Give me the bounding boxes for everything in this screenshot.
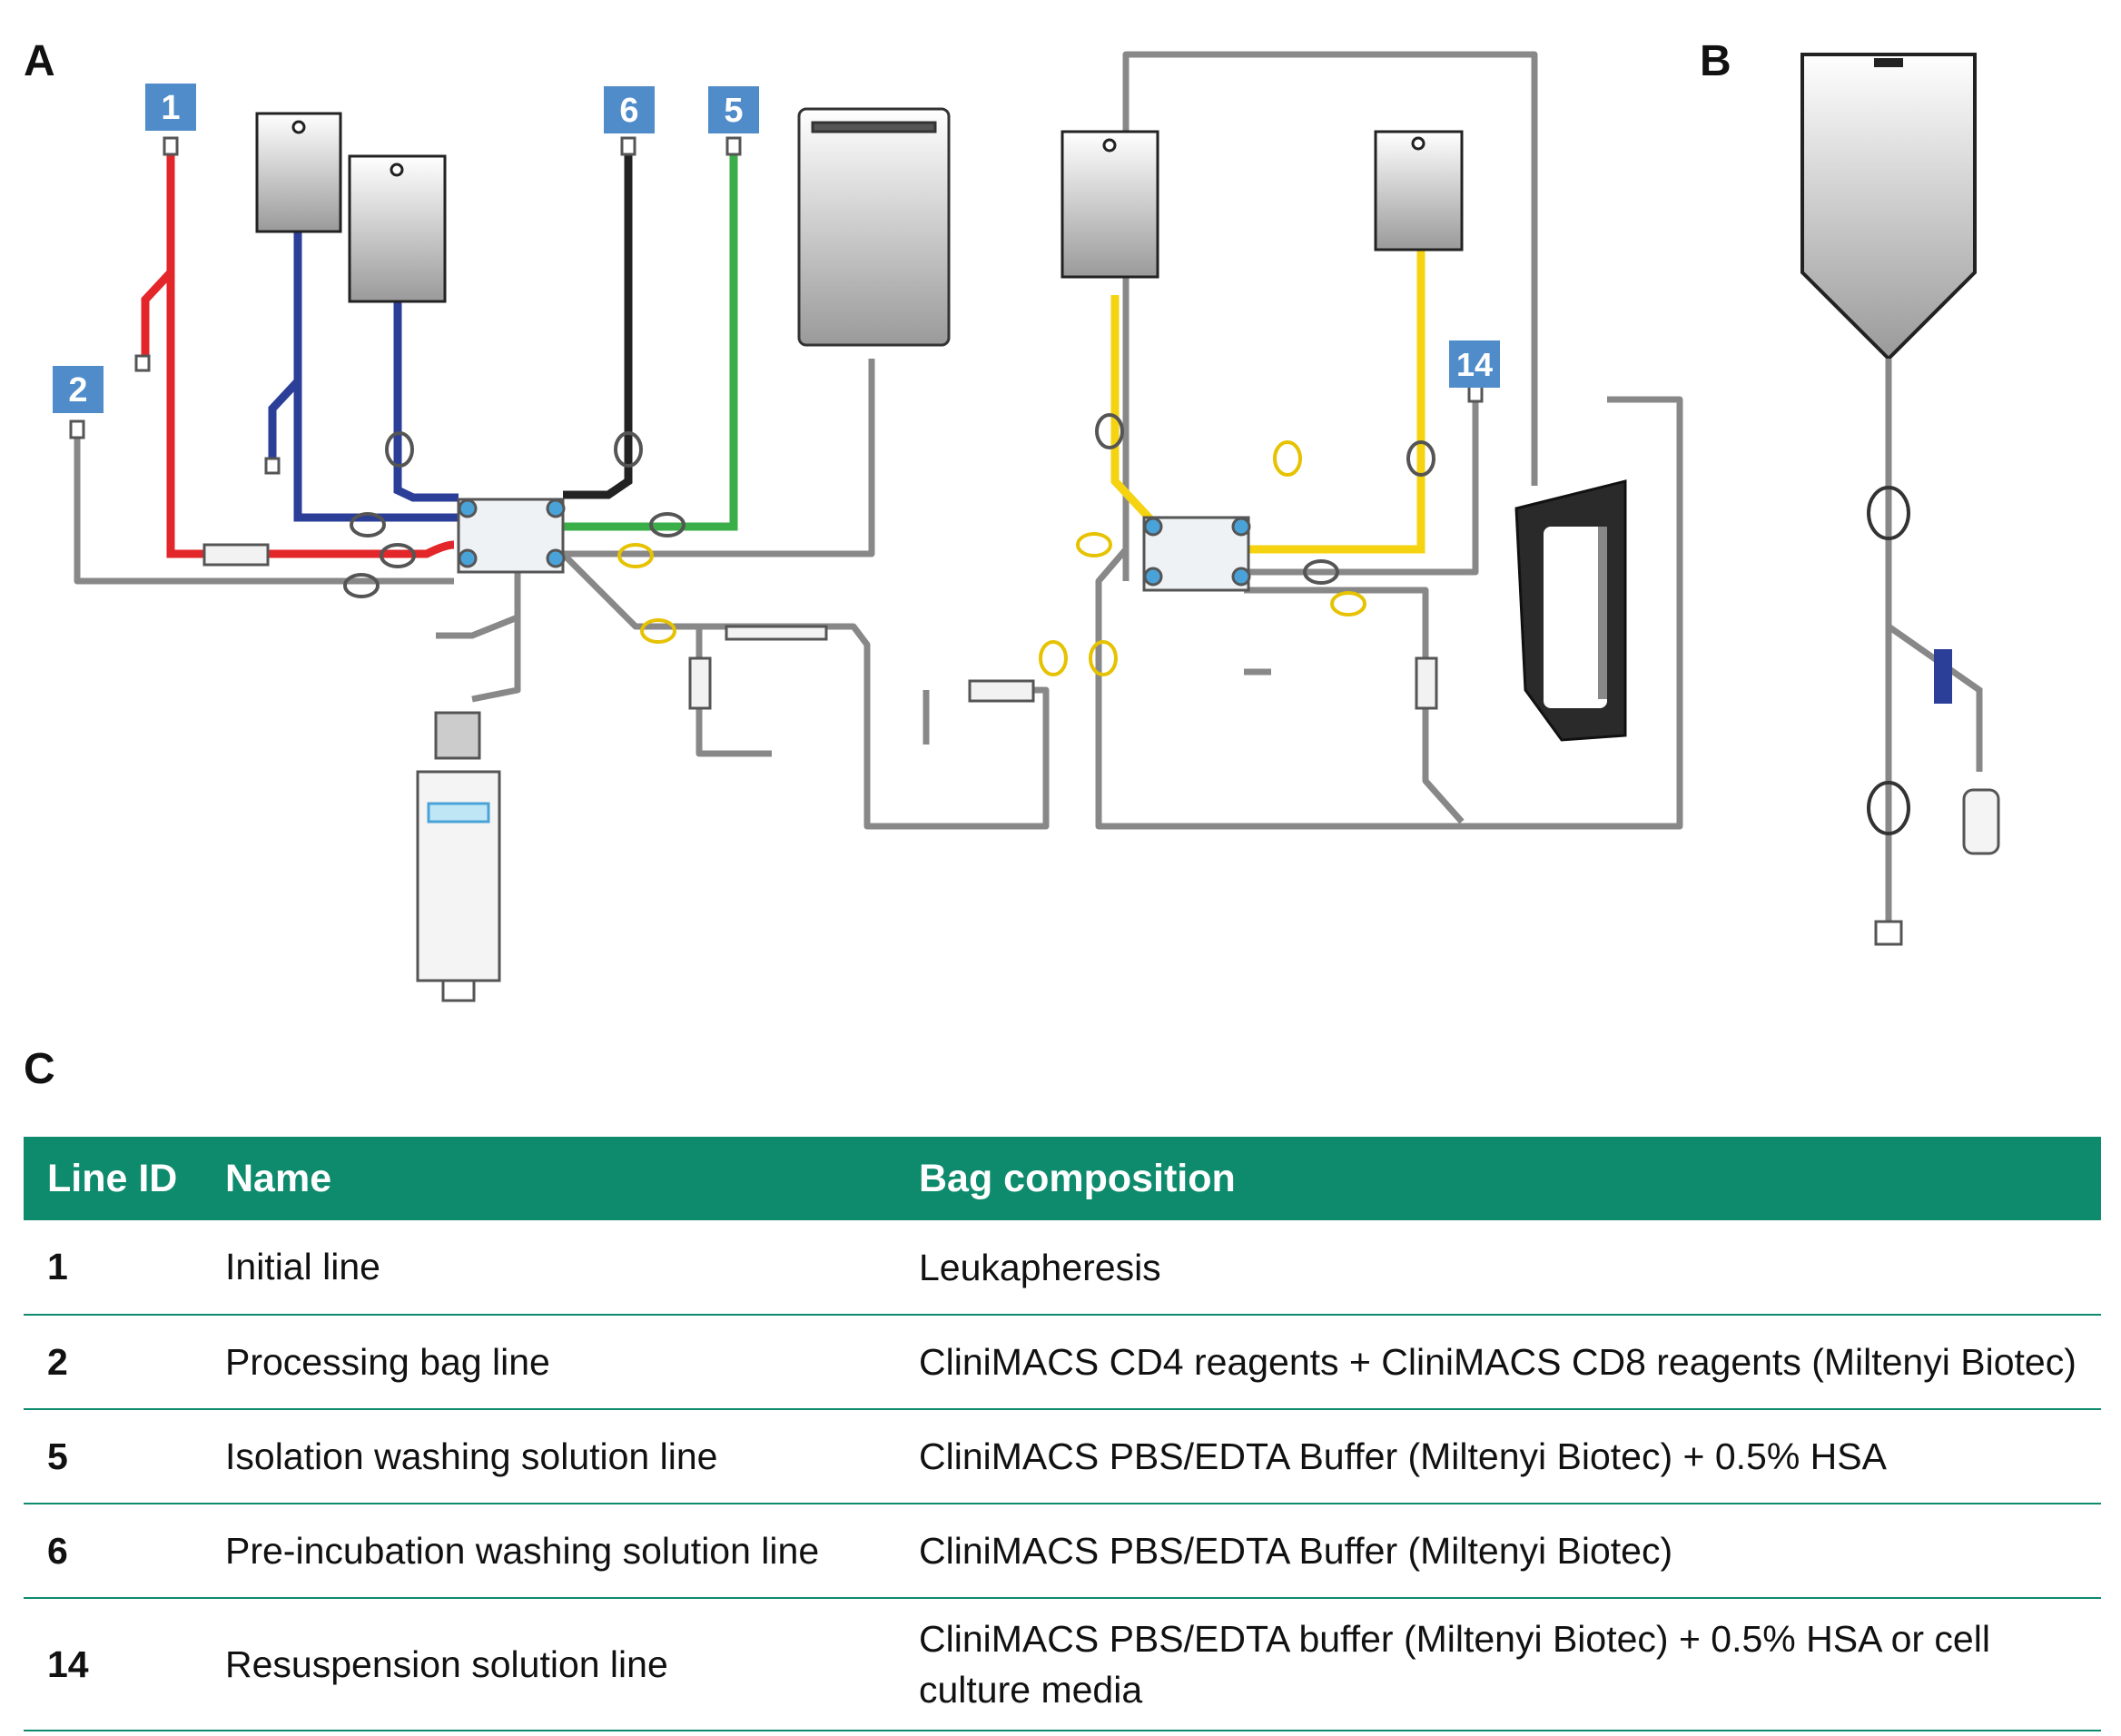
line-yellow-1: [1110, 295, 1157, 526]
table-row: 1 Initial line Leukapheresis: [24, 1220, 2101, 1316]
header-line-id: Line ID: [47, 1156, 178, 1200]
panel-b-clamps: [1867, 486, 1910, 835]
cell-name: Isolation washing solution line: [202, 1409, 895, 1504]
panel-label-b: B: [1700, 37, 1731, 85]
end-caps: [69, 136, 1484, 475]
badge-14: 14: [1456, 346, 1493, 383]
header-bag-composition: Bag composition: [919, 1156, 1236, 1200]
bag-icon: [1374, 130, 1464, 252]
table-row: 5 Isolation washing solution line CliniM…: [24, 1409, 2101, 1504]
filter-icon: [202, 543, 1438, 710]
panel-b-bag: [1800, 53, 1977, 361]
cell-name: Processing bag line: [202, 1315, 895, 1410]
table-row: 14 Resuspension solution line CliniMACS …: [24, 1598, 2101, 1731]
cell-line-id: 5: [24, 1409, 202, 1504]
cell-line-id: 1: [24, 1220, 202, 1316]
line-badges: 1 2 6 5 14: [53, 84, 1500, 413]
cell-composition: CliniMACS PBS/EDTA Buffer (Miltenyi Biot…: [895, 1409, 2101, 1504]
line-1-branch: [141, 269, 174, 359]
large-bag-icon: [797, 107, 951, 347]
cell-line-id: 6: [24, 1504, 202, 1599]
panel-b-side-tube: [1886, 624, 1983, 772]
tubing-set-diagram: 1 2 6 5 14: [53, 51, 2000, 1002]
bag-icon: [348, 154, 447, 303]
panel-b-end-cap: [1874, 920, 1903, 946]
badge-1: 1: [161, 89, 180, 127]
cell-composition: CliniMACS PBS/EDTA buffer (Miltenyi Biot…: [895, 1598, 2101, 1731]
line-1-red: [166, 154, 455, 558]
clamp-icons: [343, 413, 1435, 676]
badge-2: 2: [68, 371, 87, 409]
cell-name: Initial line: [202, 1220, 895, 1316]
manifold-right: [1142, 516, 1251, 592]
bag-icon: [255, 112, 342, 233]
line-blue-branch: [268, 378, 301, 463]
cell-composition: Leukapheresis: [895, 1220, 2101, 1316]
panel-label-c: C: [24, 1045, 55, 1093]
panel-label-a: A: [24, 37, 55, 85]
cell-line-id: 2: [24, 1315, 202, 1410]
bag-icon: [1060, 130, 1159, 279]
manifold-left: [457, 498, 566, 574]
cell-name: Resuspension solution line: [202, 1598, 895, 1731]
line-blue-1: [293, 218, 459, 522]
cell-composition: CliniMACS CD4 reagents + CliniMACS CD8 r…: [895, 1315, 2101, 1410]
badge-5: 5: [724, 92, 743, 130]
column-bottle-icon: [416, 711, 501, 1002]
table-header-row: Line ID Name Bag composition: [24, 1137, 2101, 1220]
line-table: Line ID Name Bag composition 1 Initial l…: [24, 1137, 2101, 1731]
cell-composition: CliniMACS PBS/EDTA Buffer (Miltenyi Biot…: [895, 1504, 2101, 1599]
line-5-green: [563, 154, 738, 531]
badge-6: 6: [619, 92, 638, 130]
line-yellow-2: [1244, 245, 1426, 554]
cell-name: Pre-incubation washing solution line: [202, 1504, 895, 1599]
table-row: 2 Processing bag line CliniMACS CD4 reag…: [24, 1315, 2101, 1410]
line-blue-2: [393, 300, 459, 502]
table-row: 6 Pre-incubation washing solution line C…: [24, 1504, 2101, 1599]
header-name: Name: [225, 1156, 332, 1200]
panel-b-blue-clip: [1934, 649, 1952, 704]
panel-b-filter: [1962, 788, 2000, 855]
line-6-black: [563, 154, 633, 499]
cell-line-id: 14: [24, 1598, 202, 1731]
